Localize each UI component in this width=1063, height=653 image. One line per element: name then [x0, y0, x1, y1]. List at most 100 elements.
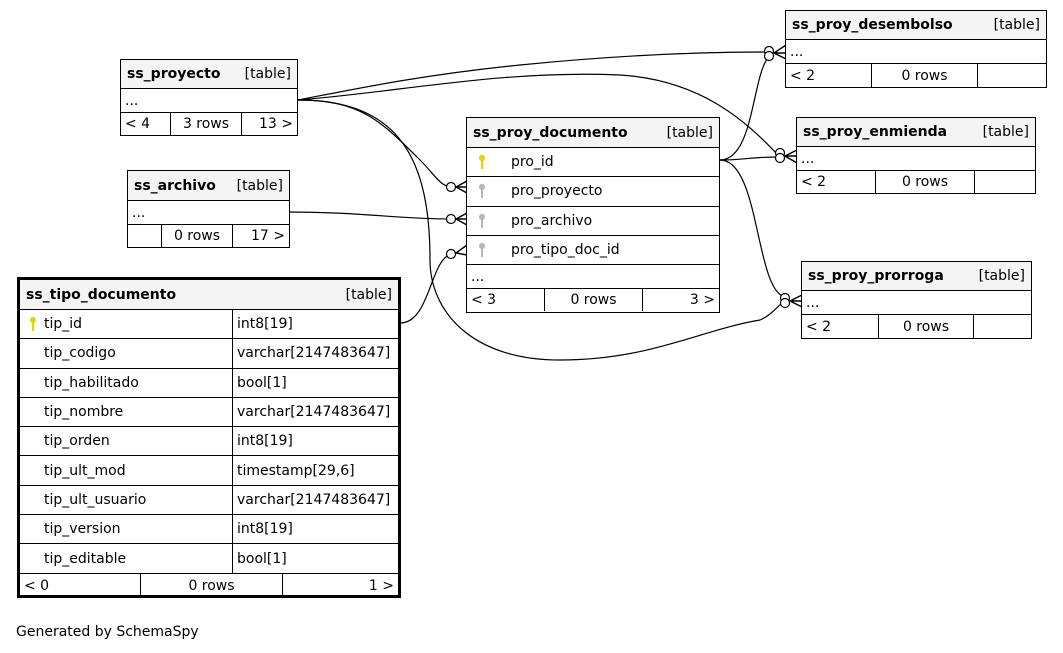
edge-archivo-proy-documento	[289, 211, 452, 220]
zero-marker	[445, 213, 457, 225]
children-count	[975, 171, 1035, 193]
columns-ellipsis: ...	[128, 201, 289, 225]
table-footer: < 0 0 rows 1 >	[20, 573, 398, 598]
table-kind: [table]	[666, 124, 713, 141]
table-footer: < 2 0 rows	[797, 171, 1035, 193]
columns-ellipsis: ...	[786, 40, 1046, 64]
column-type: varchar[2147483647]	[237, 491, 391, 508]
column-row[interactable]: pro_proyecto	[467, 177, 719, 207]
parents-count[interactable]: < 2	[786, 64, 872, 87]
column-name: tip_nombre	[44, 404, 124, 421]
column-row[interactable]: pro_id	[467, 148, 719, 178]
generated-by-label: Generated by SchemaSpy	[16, 624, 199, 640]
column-type: int8[19]	[237, 316, 293, 333]
column-row[interactable]: pro_tipo_doc_id	[467, 236, 719, 266]
children-count[interactable]: 3 >	[689, 292, 715, 309]
parents-count[interactable]: < 4	[121, 113, 171, 135]
column-row[interactable]: tip_version int8[19]	[20, 515, 398, 545]
column-row[interactable]: tip_ult_mod timestamp[29,6]	[20, 456, 398, 486]
parents-count[interactable]: < 2	[797, 171, 876, 193]
zero-marker	[445, 248, 457, 260]
children-count	[974, 315, 1031, 338]
ellipsis-text: ...	[471, 268, 485, 285]
table-header: ss_tipo_documento [table]	[20, 280, 398, 310]
table-ss-proy-desembolso[interactable]: ss_proy_desembolso [table] ... < 2 0 row…	[785, 10, 1047, 88]
row-count: 0 rows	[879, 315, 974, 338]
edge-proy-documento-enmienda	[719, 156, 779, 161]
children-count	[978, 64, 1046, 87]
children-count[interactable]: 1 >	[368, 577, 394, 594]
row-count: 0 rows	[162, 225, 233, 247]
table-ss-proyecto[interactable]: ss_proyecto [table] ... < 4 3 rows 13 >	[120, 59, 298, 136]
table-header: ss_archivo [table]	[128, 171, 289, 201]
row-count: 3 rows	[171, 113, 242, 135]
column-type: timestamp[29,6]	[237, 462, 355, 479]
table-name: ss_archivo	[134, 177, 216, 194]
column-name: tip_editable	[44, 550, 127, 567]
table-ss-proy-prorroga[interactable]: ss_proy_prorroga [table] ... < 2 0 rows	[801, 261, 1032, 339]
column-name: tip_ult_mod	[44, 462, 126, 479]
column-name: tip_version	[44, 521, 121, 538]
columns-ellipsis: ...	[467, 265, 719, 290]
zero-marker	[763, 50, 775, 62]
parents-count[interactable]: < 2	[802, 315, 879, 338]
column-type: int8[19]	[237, 521, 293, 538]
table-kind: [table]	[345, 286, 392, 303]
edge-proy-documento-desembolso	[719, 55, 771, 161]
table-name: ss_proyecto	[127, 66, 221, 82]
column-type: bool[1]	[237, 550, 287, 567]
table-kind: [table]	[244, 66, 291, 82]
column-row[interactable]: pro_archivo	[467, 207, 719, 236]
row-count: 0 rows	[872, 64, 978, 87]
table-name: ss_proy_enmienda	[803, 124, 948, 140]
zero-marker	[763, 45, 775, 57]
table-kind: [table]	[993, 17, 1040, 33]
foreign-key-icon	[473, 242, 491, 258]
column-name: pro_archivo	[511, 212, 593, 229]
column-row[interactable]: tip_editable bool[1]	[20, 544, 398, 574]
table-header: ss_proy_prorroga [table]	[802, 262, 1031, 291]
table-name: ss_proy_prorroga	[808, 268, 944, 284]
table-footer: < 2 0 rows	[802, 315, 1031, 338]
table-name: ss_proy_desembolso	[792, 17, 953, 33]
edge-proyecto-desembolso	[297, 51, 766, 101]
row-count: 0 rows	[545, 289, 643, 312]
table-ss-proy-enmienda[interactable]: ss_proy_enmienda [table] ... < 2 0 rows	[796, 117, 1036, 194]
column-name: pro_id	[511, 154, 554, 171]
row-count: 0 rows	[141, 573, 283, 598]
children-count[interactable]: 13 >	[259, 116, 293, 132]
table-kind: [table]	[982, 124, 1029, 140]
table-kind: [table]	[978, 268, 1025, 284]
children-count[interactable]: 17 >	[251, 228, 285, 244]
parents-count[interactable]: < 0	[20, 573, 141, 598]
zero-marker	[445, 181, 457, 193]
columns-ellipsis: ...	[802, 291, 1031, 315]
table-header: ss_proyecto [table]	[121, 60, 297, 89]
columns-ellipsis: ...	[797, 147, 1035, 171]
zero-marker	[774, 152, 786, 164]
ellipsis-text: ...	[132, 204, 146, 221]
ellipsis-text: ...	[790, 43, 804, 60]
column-type: bool[1]	[237, 374, 287, 391]
primary-key-icon	[24, 316, 42, 332]
column-list: pro_id pro_proyecto pro_archivo pro_tipo_do…	[467, 148, 719, 266]
column-name: pro_proyecto	[511, 183, 603, 200]
table-ss-archivo[interactable]: ss_archivo [table] ... 0 rows 17 >	[127, 170, 290, 248]
zero-marker	[779, 292, 791, 304]
table-footer: < 3 0 rows 3 >	[467, 289, 719, 312]
column-type: varchar[2147483647]	[237, 345, 391, 362]
column-name: tip_orden	[44, 433, 110, 450]
foreign-key-icon	[473, 183, 491, 199]
table-header: ss_proy_enmienda [table]	[797, 118, 1035, 147]
parents-count[interactable]: < 3	[467, 289, 545, 312]
table-footer: < 4 3 rows 13 >	[121, 113, 297, 135]
